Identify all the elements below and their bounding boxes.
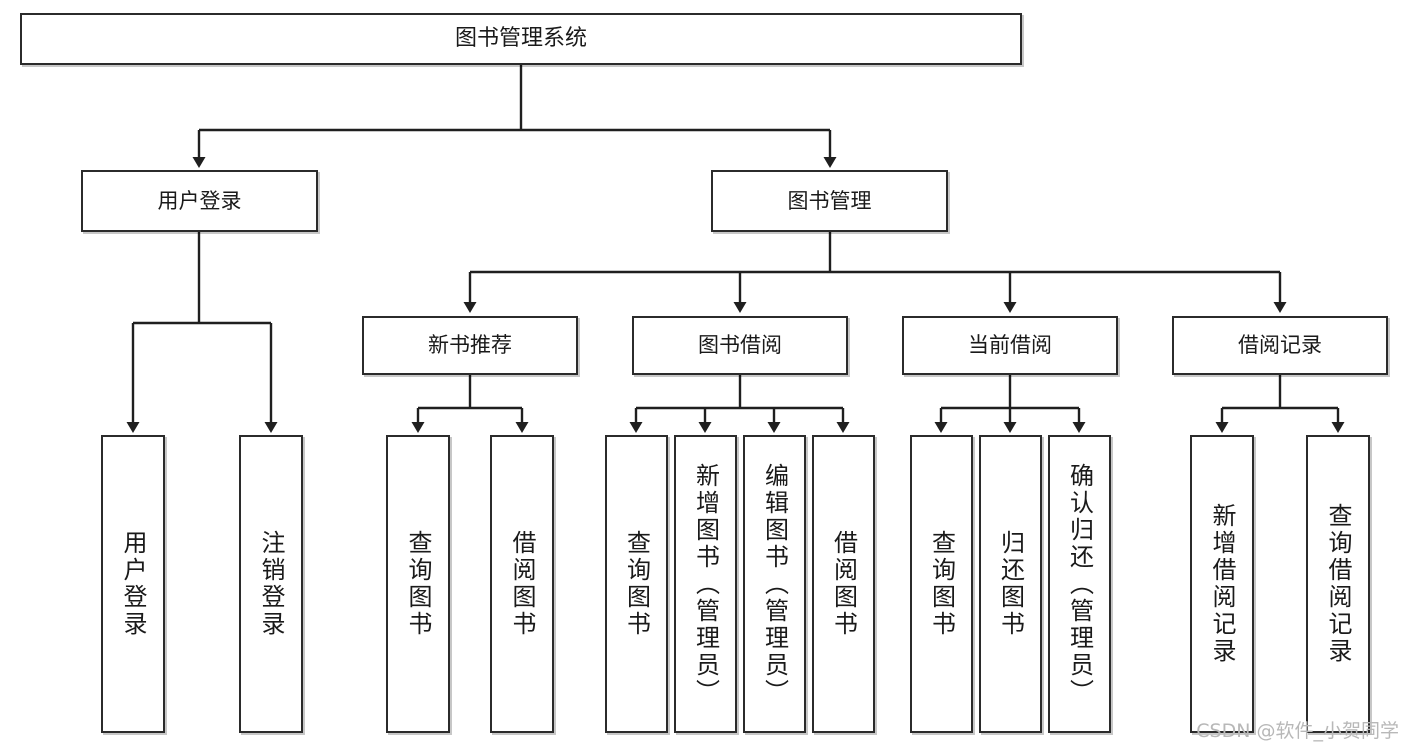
node-leaf-query-book-3[interactable]: 查询图书 — [910, 435, 973, 733]
node-label: 编辑图书（管理员） — [760, 462, 789, 706]
node-leaf-query-book-1[interactable]: 查询图书 — [386, 435, 450, 733]
node-leaf-borrow-book-2[interactable]: 借阅图书 — [812, 435, 875, 733]
node-label: 新书推荐 — [428, 333, 512, 358]
csdn-watermark: CSDN @软件_小贺同学 — [1196, 720, 1399, 742]
node-leaf-user-login[interactable]: 用户登录 — [101, 435, 165, 733]
node-label: 查询图书 — [622, 530, 651, 638]
node-label: 借阅图书 — [829, 530, 858, 638]
node-leaf-confirm-return[interactable]: 确认归还（管理员） — [1048, 435, 1111, 733]
node-leaf-return-book[interactable]: 归还图书 — [979, 435, 1042, 733]
node-label: 注销登录 — [257, 530, 285, 638]
node-label: 借阅记录 — [1238, 333, 1322, 358]
node-label: 图书管理 — [787, 188, 872, 213]
node-borrow-record[interactable]: 借阅记录 — [1172, 316, 1388, 375]
node-new-book-recommend[interactable]: 新书推荐 — [362, 316, 578, 375]
node-leaf-add-book[interactable]: 新增图书（管理员） — [674, 435, 737, 733]
node-label: 查询图书 — [927, 530, 956, 638]
node-leaf-borrow-book-1[interactable]: 借阅图书 — [490, 435, 554, 733]
node-root-book-management-system[interactable]: 图书管理系统 — [20, 13, 1022, 65]
node-label: 查询借阅记录 — [1324, 503, 1352, 665]
node-current-borrow[interactable]: 当前借阅 — [902, 316, 1118, 375]
node-label: 查询图书 — [404, 530, 432, 638]
node-leaf-query-book-2[interactable]: 查询图书 — [605, 435, 668, 733]
node-leaf-add-record[interactable]: 新增借阅记录 — [1190, 435, 1254, 733]
node-label: 图书借阅 — [698, 333, 782, 358]
node-label: 当前借阅 — [968, 333, 1052, 358]
node-label: 用户登录 — [157, 188, 242, 213]
node-label: 新增图书（管理员） — [691, 462, 720, 706]
node-book-management[interactable]: 图书管理 — [711, 170, 948, 232]
node-label: 确认归还（管理员） — [1065, 462, 1094, 706]
node-book-borrow[interactable]: 图书借阅 — [632, 316, 848, 375]
node-label: 图书管理系统 — [454, 26, 587, 52]
node-leaf-edit-book[interactable]: 编辑图书（管理员） — [743, 435, 806, 733]
node-label: 用户登录 — [119, 530, 147, 638]
node-label: 新增借阅记录 — [1208, 503, 1236, 665]
node-leaf-logout-login[interactable]: 注销登录 — [239, 435, 303, 733]
node-label: 借阅图书 — [508, 530, 536, 638]
node-leaf-query-record[interactable]: 查询借阅记录 — [1306, 435, 1370, 733]
node-user-login[interactable]: 用户登录 — [81, 170, 318, 232]
node-label: 归还图书 — [996, 530, 1025, 638]
